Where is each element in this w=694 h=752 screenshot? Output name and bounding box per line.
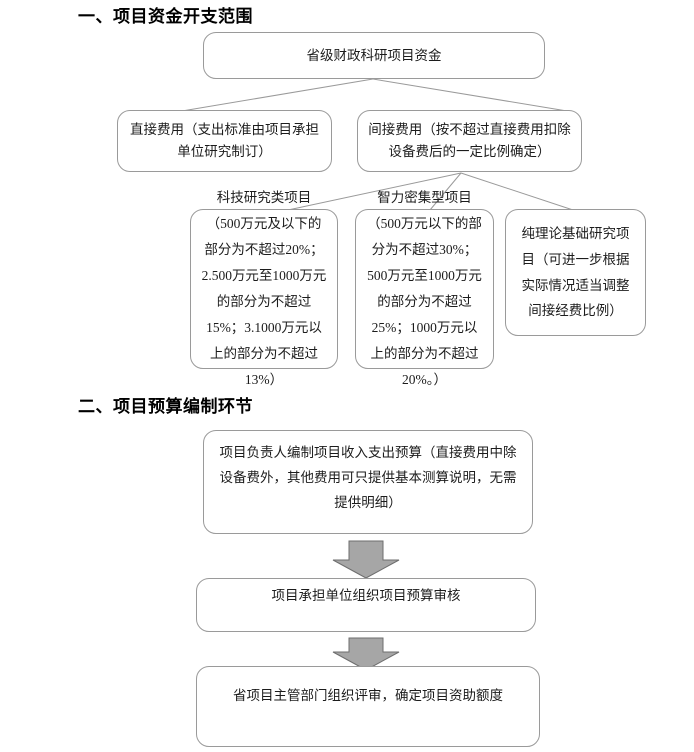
node-unit-budget-review-label: 项目承担单位组织项目预算审核: [271, 588, 461, 603]
node-direct-cost: 直接费用（支出标准由项目承担单位研究制订）: [117, 110, 332, 172]
node-budget-preparation-label: 项目负责人编制项目收入支出预算（直接费用中除设备费外，其他费用可只提供基本测算说…: [219, 445, 517, 510]
connector-fund-to-direct: [181, 78, 374, 112]
node-budget-preparation: 项目负责人编制项目收入支出预算（直接费用中除设备费外，其他费用可只提供基本测算说…: [203, 430, 533, 534]
section-one-heading: 一、项目资金开支范围: [78, 7, 253, 26]
node-intelligence-intensive-project: 智力密集型项目（500万元以下的部分为不超过30%；500万元至1000万元的部…: [355, 190, 494, 387]
node-pure-theory-project: 纯理论基础研究项目（可进一步根据实际情况适当调整间接经费比例）: [505, 209, 646, 336]
node-intelligence-intensive-project-label: 智力密集型项目（500万元以下的部分为不超过30%；500万元至1000万元的部…: [367, 190, 482, 387]
node-tech-research-project-label: 科技研究类项目（500万元及以下的部分为不超过20%；2.500万元至1000万…: [201, 190, 327, 387]
node-provincial-evaluation: 省项目主管部门组织评审，确定项目资助额度: [196, 666, 540, 747]
node-pure-theory-project-label: 纯理论基础研究项目（可进一步根据实际情况适当调整间接经费比例）: [521, 225, 630, 319]
connector-fund-to-indirect: [372, 78, 568, 112]
node-provincial-evaluation-label: 省项目主管部门组织评审，确定项目资助额度: [233, 688, 503, 703]
node-direct-cost-label: 直接费用（支出标准由项目承担单位研究制订）: [130, 122, 319, 159]
node-unit-budget-review: 项目承担单位组织项目预算审核: [196, 578, 536, 632]
node-tech-research-project: 科技研究类项目（500万元及以下的部分为不超过20%；2.500万元至1000万…: [190, 190, 338, 387]
section-two-heading: 二、项目预算编制环节: [78, 397, 253, 416]
node-provincial-research-fund: 省级财政科研项目资金: [203, 32, 545, 79]
node-provincial-research-fund-label: 省级财政科研项目资金: [306, 47, 442, 63]
arrow-prepare-to-review: [332, 540, 400, 579]
node-indirect-cost-label: 间接费用（按不超过直接费用扣除设备费后的一定比例确定）: [368, 122, 571, 159]
node-indirect-cost: 间接费用（按不超过直接费用扣除设备费后的一定比例确定）: [357, 110, 582, 172]
